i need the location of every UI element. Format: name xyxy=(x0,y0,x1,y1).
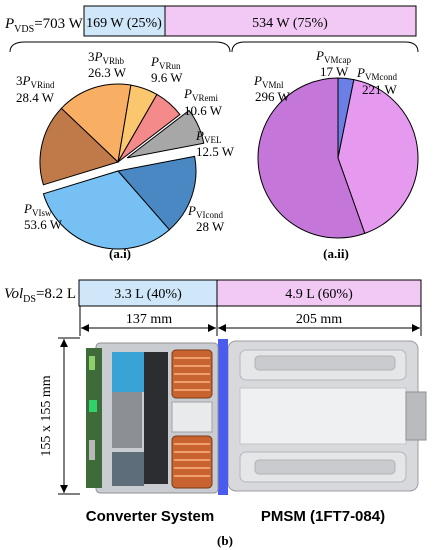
pvds-seg-converter xyxy=(83,5,166,37)
pie-slice-vmcond xyxy=(337,79,419,235)
vol-label: VolDS=8.2 L xyxy=(4,286,76,305)
value-pvrun: 9.6 W xyxy=(151,70,183,85)
label-pvrun: PVRun xyxy=(150,54,181,71)
pie-slice-vel xyxy=(126,109,205,159)
pvds-seg-motor xyxy=(164,5,417,37)
pie-slice-visw xyxy=(42,170,171,250)
pvds-label: PVDS=703 W xyxy=(4,16,84,35)
motor-flange-ring xyxy=(218,339,228,495)
value-pvicond: 28 W xyxy=(196,219,225,234)
bracket-right xyxy=(231,41,419,53)
pie-motor-losses xyxy=(257,77,419,239)
label-pvrhb: 3PVRhb xyxy=(88,49,124,66)
pie-slice-vrhb xyxy=(60,83,132,164)
label-pmsm: PMSM (1FT7-084) xyxy=(261,508,385,525)
vol-seg-motor xyxy=(216,279,422,307)
value-pvmcap: 17 W xyxy=(320,64,349,79)
heatsink xyxy=(112,392,142,448)
label-pvel: PVEL xyxy=(195,128,221,145)
caption-aii: (a.ii) xyxy=(323,246,349,261)
pie-slice-vicond xyxy=(117,155,197,231)
capacitor-block xyxy=(112,352,144,392)
label-pvisw: PVIsw xyxy=(23,201,52,218)
inner-dark xyxy=(144,352,168,484)
caption-b: (b) xyxy=(217,533,233,548)
bracket-left xyxy=(9,41,231,53)
value-pvrind: 28.4 W xyxy=(16,90,55,105)
caption-ai: (a.i) xyxy=(109,246,131,261)
power-module xyxy=(112,452,144,486)
pie-converter-losses xyxy=(39,83,205,250)
value-pvisw: 53.6 W xyxy=(24,217,63,232)
coil-center xyxy=(171,401,213,433)
label-pvmcond: PVMcond xyxy=(356,65,397,82)
value-pvel: 12.5 W xyxy=(196,144,235,159)
device-render xyxy=(86,339,427,495)
motor-shaft xyxy=(405,391,427,441)
label-converter-system: Converter System xyxy=(86,508,214,525)
motor-slot-top xyxy=(254,355,396,371)
value-pvmnl: 296 W xyxy=(255,89,291,104)
value-pvmcond: 221 W xyxy=(362,82,398,97)
pvds-seg-motor-label: 534 W (75%) xyxy=(252,16,328,31)
dim-converter-width: 137 mm xyxy=(126,312,172,327)
dim-height: 155 x 155 mm xyxy=(39,375,54,456)
label-pvicond: PVIcond xyxy=(187,203,223,220)
pvds-seg-converter-label: 169 W (25%) xyxy=(86,16,162,31)
vol-seg-converter-label: 3.3 L (40%) xyxy=(114,287,182,302)
label-pvrind: 3PVRind xyxy=(16,73,55,90)
motor-slot-bottom xyxy=(254,459,396,475)
label-pvremi: PVRemi xyxy=(183,86,218,103)
vol-seg-motor-label: 4.9 L (60%) xyxy=(285,287,353,302)
pie-slice-vrind xyxy=(39,107,119,186)
motor-body-center xyxy=(239,387,407,445)
dim-motor-width: 205 mm xyxy=(296,312,342,327)
vol-seg-converter xyxy=(78,279,218,307)
pie-slice-vremi xyxy=(117,93,181,163)
label-pvmcap: PVMcap xyxy=(315,48,351,65)
value-pvrhb: 26.3 W xyxy=(88,65,127,80)
pie-slice-vmnl xyxy=(257,77,366,239)
value-pvremi: 10.6 W xyxy=(184,103,223,118)
label-pvmnl: PVMnl xyxy=(253,73,284,90)
